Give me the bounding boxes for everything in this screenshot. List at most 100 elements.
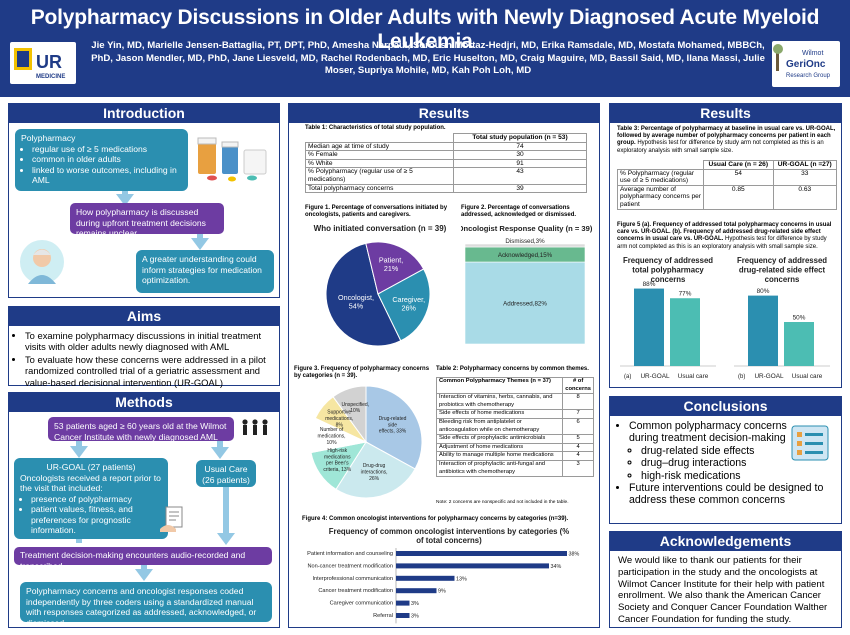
aims-heading: Aims xyxy=(9,307,279,326)
urgoal-item: presence of polypharmacy xyxy=(31,494,162,505)
introduction-heading: Introduction xyxy=(9,104,279,123)
fig5b-category-label: Usual care xyxy=(792,373,823,380)
fig1-slice xyxy=(365,241,425,295)
conclusion-subitem: drug–drug interactions xyxy=(641,457,833,469)
methods-arrow-stem xyxy=(217,441,223,449)
fig1-slice xyxy=(325,242,402,347)
fig4-title: of total concerns) xyxy=(416,536,482,545)
fig3-slice-label: medications, xyxy=(318,434,346,440)
fig3-slice xyxy=(335,441,416,499)
fig3-slice-label: effects, 33% xyxy=(379,429,407,435)
fig1-slice-label: Patient, xyxy=(379,256,403,265)
table2-count: 4 xyxy=(562,451,594,461)
fig5-caption-rest: Hypothesis test for difference by study … xyxy=(617,236,827,250)
header-banner xyxy=(0,0,850,97)
acknowledgements-heading: Acknowledgements xyxy=(610,532,841,551)
table1-label: Total polypharmacy concerns xyxy=(305,183,454,194)
fig1-slice-label: Oncologist, xyxy=(338,293,374,302)
intro-strategy-box: A greater understanding could inform str… xyxy=(136,250,274,293)
table3-usual: 0.85 xyxy=(703,184,774,210)
fig5a-bar xyxy=(634,288,664,366)
table2-theme: Bleeding risk from antiplatelet or antic… xyxy=(435,417,564,436)
fig2-caption: Figure 2. Percentage of conversations ad… xyxy=(461,205,577,219)
fig4-bar xyxy=(396,588,437,594)
urgoal-text: Oncologists received a report prior to t… xyxy=(20,472,161,494)
pill-bottles-icon xyxy=(197,137,267,182)
table3-usual: 54 xyxy=(703,168,774,186)
table3-header-goal: UR-GOAL (n =27) xyxy=(772,160,838,170)
fig4-bar xyxy=(396,613,410,618)
table3-caption: Table 3: Percentage of polypharmacy at b… xyxy=(617,126,837,155)
table1-value: 39 xyxy=(453,183,587,194)
table-row: Ability to manage multiple home medicati… xyxy=(435,451,594,461)
fig1-caption: Figure 1. Percentage of conversations in… xyxy=(305,205,448,219)
table-row: % Polypharmacy (regular use of ≥ 5 medic… xyxy=(617,168,838,186)
fig5b-bar xyxy=(748,295,778,366)
methods-arrow-down xyxy=(217,533,235,545)
table2-theme: Side effects of prophylactic antimicrobi… xyxy=(435,434,564,444)
urgoal-title: UR-GOAL (27 patients) xyxy=(46,462,136,472)
fig4-value-label: 3% xyxy=(411,601,419,607)
table2-theme: Interaction of prophylactic anti-fungal … xyxy=(435,459,564,478)
table-row: Interaction of prophylactic anti-fungal … xyxy=(435,459,594,478)
report-illustration xyxy=(158,505,188,533)
fig4-bar xyxy=(396,551,567,556)
table2-caption: Table 2: Polypharmacy concerns by common… xyxy=(436,366,589,372)
fig1-slice-label: 26% xyxy=(402,303,417,312)
logo-right-text1: Wilmot xyxy=(802,50,823,57)
fig5a-value-label: 88% xyxy=(643,281,656,288)
tree-crown-icon xyxy=(773,44,783,54)
results-heading-right: Results xyxy=(610,104,841,123)
methods-recorded-box: Treatment decision-making encounters aud… xyxy=(14,547,272,571)
fig5b-title: concerns xyxy=(765,275,800,284)
fig3-slice-label: 10% xyxy=(350,408,361,414)
fig4-bar xyxy=(396,600,410,606)
fig3-caption: Figure 3. Frequency of polypharmacy conc… xyxy=(294,366,430,380)
conclusion-subitem: drug-related side effects xyxy=(641,445,833,457)
fig3-slice-label: criteria, 13% xyxy=(323,467,351,473)
table2-count: 3 xyxy=(562,459,594,478)
fig3-slice xyxy=(332,385,367,444)
conclusion-item: Future interventions could be designed t… xyxy=(629,482,833,507)
table2-count: 7 xyxy=(562,409,594,419)
fig5a-title: total polypharmacy xyxy=(632,265,704,274)
table1-header: Total study population (n = 53) xyxy=(453,133,587,143)
fig5a-title: Frequency of addressed xyxy=(623,256,713,265)
table2: Common Polypharmacy Themes (n = 37) # of… xyxy=(435,376,594,478)
table3-caption-rest: Hypothesis test for difference by study … xyxy=(617,140,824,154)
fig2-segment-label: Addressed,82% xyxy=(503,301,547,308)
fig4-value-label: 3% xyxy=(411,614,419,620)
table-row: Common Polypharmacy Themes (n = 37) # of… xyxy=(435,376,594,395)
fig4-value-label: 9% xyxy=(438,589,446,595)
table1-label: % Female xyxy=(305,150,454,160)
fig3-slice-label: 26% xyxy=(369,476,380,482)
fig4-bar xyxy=(396,563,549,569)
fig4-value-label: 34% xyxy=(551,564,562,570)
fig3-slice-label: medications xyxy=(324,454,351,460)
fig1-slice-label: Caregiver, xyxy=(392,295,425,304)
fig5a-title: concerns xyxy=(651,275,686,284)
methods-patients-box: 53 patients aged ≥ 60 years old at the W… xyxy=(48,417,234,442)
fig3-slice-label: side xyxy=(388,422,397,428)
fig1-title: Who initiated conversation (n = 39) xyxy=(314,224,447,233)
intro-box1-title: Polypharmacy xyxy=(21,133,76,143)
methods-urgoal-box: UR-GOAL (27 patients) Oncologists receiv… xyxy=(14,458,168,539)
fig5b-title: Frequency of addressed xyxy=(737,256,827,265)
table2-theme: Interaction of vitamins, herbs, cannabis… xyxy=(435,393,564,411)
fig4-value-label: 13% xyxy=(456,576,467,582)
logo-left-text: UR xyxy=(36,52,62,72)
table-row: Total study population (n = 53) xyxy=(305,133,587,143)
pills-illustration xyxy=(192,132,274,184)
fig1-slice-label: 21% xyxy=(384,264,399,273)
fig4-caption: Figure 4: Common oncologist intervention… xyxy=(302,516,569,522)
methods-arrow-down xyxy=(70,446,88,458)
fig5b-title: drug-related side effect xyxy=(739,265,826,274)
table1-label: % White xyxy=(305,158,454,169)
fig5a-panel-label: (a) xyxy=(624,374,631,380)
intro-polypharmacy-box: Polypharmacy regular use of ≥ 5 medicati… xyxy=(15,129,188,191)
conclusions-section: Conclusions Common polypharmacy concerns… xyxy=(609,396,842,524)
table-row: Usual Care (n = 26) UR-GOAL (n =27) xyxy=(617,160,838,170)
